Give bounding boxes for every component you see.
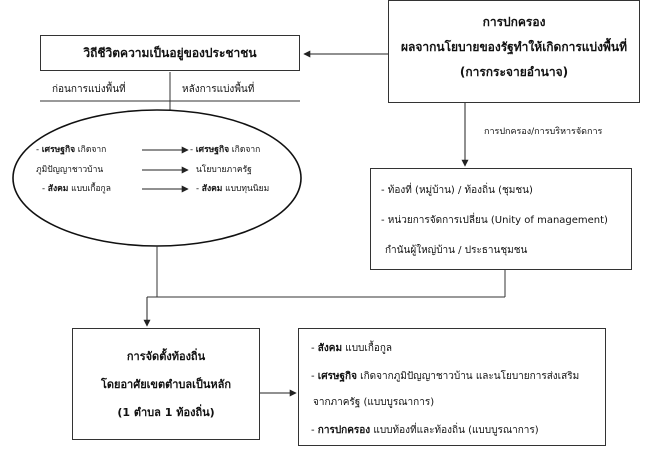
local-title: การจัดตั้งท้องถิ่น: [126, 350, 206, 363]
after-social: - สังคม แบบทุนนิยม: [196, 184, 270, 194]
local-subdistrict: โดยอาศัยเขตตำบลเป็นหลัก: [100, 378, 232, 391]
after-policy: นโยบายภาครัฐ: [196, 165, 252, 175]
result-economy-cont: จากภาครัฐ (แบบบูรณาการ): [313, 397, 435, 408]
before-wisdom: ภูมิปัญญาชาวบ้าน: [36, 165, 104, 175]
governance-policy: ผลจากนโยบายของรัฐทำให้เกิดการแบ่งพื้นที่: [400, 40, 628, 54]
admin-box: - ท้องที่ (หมู่บ้าน) / ท้องถิ่น (ชุมชน) …: [370, 168, 632, 270]
governance-title: การปกครอง: [482, 15, 546, 29]
after-header: หลังการแบ่งพื้นที่: [182, 84, 255, 95]
governance-decentralization: (การกระจายอำนาจ): [459, 65, 569, 79]
before-economy: - เศรษฐกิจ เกิดจาก: [36, 145, 107, 155]
before-header: ก่อนการแบ่งพื้นที่: [52, 84, 126, 95]
local-ratio: (1 ตำบล 1 ท้องถิ่น): [117, 406, 215, 419]
governance-box: การปกครอง ผลจากนโยบายของรัฐทำให้เกิดการแ…: [388, 0, 640, 103]
result-economy: - เศรษฐกิจ เกิดจากภูมิปัญญาชาวบ้าน และนโ…: [311, 371, 580, 382]
result-social: - สังคม แบบเกื้อกูล: [311, 343, 393, 354]
result-box: - สังคม แบบเกื้อกูล - เศรษฐกิจ เกิดจากภู…: [298, 328, 606, 446]
before-social: - สังคม แบบเกื้อกูล: [42, 184, 111, 194]
local-establishment-box: การจัดตั้งท้องถิ่น โดยอาศัยเขตตำบลเป็นหล…: [72, 328, 260, 440]
admin-leaders: กำนันผู้ใหญ่บ้าน / ประธานชุมชน: [385, 245, 528, 256]
way-of-life-title: วิถีชีวิตความเป็นอยู่ของประชาชน: [83, 45, 257, 60]
way-of-life-box: วิถีชีวิตความเป็นอยู่ของประชาชน: [40, 35, 300, 71]
admin-unit: - หน่วยการจัดการเปลี่ยน (Unity of manage…: [381, 215, 608, 226]
after-economy: - เศรษฐกิจ เกิดจาก: [190, 145, 261, 155]
result-governance: - การปกครอง แบบท้องที่และท้องถิ่น (แบบบู…: [311, 425, 539, 436]
admin-label: การปกครอง/การบริหารจัดการ: [484, 127, 603, 137]
admin-locality: - ท้องที่ (หมู่บ้าน) / ท้องถิ่น (ชุมชน): [381, 185, 533, 196]
ellipse-shape: [12, 109, 302, 247]
